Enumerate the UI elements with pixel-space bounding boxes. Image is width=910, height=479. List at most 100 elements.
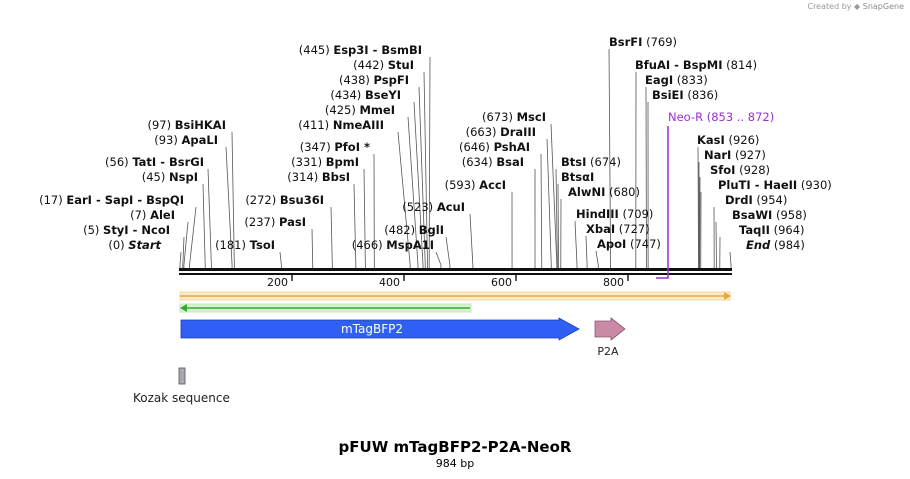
cut-site-leader [540, 153, 543, 271]
cut-position: (331) [291, 155, 326, 169]
cut-position: (181) [215, 238, 250, 252]
cut-position: (814) [723, 58, 758, 72]
enzyme-name: KasI [697, 133, 725, 147]
enzyme-name: ApaLI [182, 133, 219, 147]
cut-site-label: EagI (833) [645, 73, 708, 87]
enzyme-name: - BspMI [670, 58, 722, 72]
enzyme-name: MmeI [359, 103, 395, 117]
cut-site-label: ApoI (747) [597, 237, 661, 251]
snapgene-logo-icon: ◆ [854, 2, 861, 11]
cut-site-label: (646) PshAI [459, 140, 530, 154]
cut-site-label: (17) EarI - SapI - BspQI [39, 193, 184, 207]
cut-site-leader [363, 168, 366, 271]
cut-site-leader [697, 146, 699, 271]
enzyme-name: BsrFI [609, 35, 642, 49]
ruler-tick-label: 800 [603, 276, 624, 289]
cut-position: (769) [642, 35, 677, 49]
cut-site-label: (434) BseYI [330, 88, 401, 102]
enzyme-name: EarI [66, 193, 92, 207]
plasmid-title: pFUW mTagBFP2-P2A-NeoR [338, 438, 572, 456]
cut-site-leader [445, 236, 451, 271]
cut-site-leader [546, 138, 552, 271]
enzyme-name: StyI [103, 223, 129, 237]
cut-site-label: (442) StuI [353, 58, 414, 72]
cut-site-label: (523) AcuI [402, 200, 465, 214]
mtagbfp2-feature-label: mTagBFP2 [341, 322, 403, 336]
enzyme-name: DrdI [725, 193, 753, 207]
cut-position: (56) [105, 155, 132, 169]
enzyme-name: - BsmBI [369, 43, 422, 57]
cut-site-label: NarI (927) [704, 148, 766, 162]
enzyme-name: HindIII [576, 207, 619, 221]
enzyme-name: End [746, 238, 771, 252]
enzyme-name: PasI [279, 215, 306, 229]
cut-site-label: (445) Esp3I - BsmBI [299, 43, 422, 57]
enzyme-name: TsoI [250, 238, 275, 252]
cut-site-label: TaqII (964) [739, 223, 805, 237]
cut-site-label: (181) TsoI [215, 238, 275, 252]
enzyme-name: AccI [479, 178, 506, 192]
cut-position: (523) [402, 200, 437, 214]
cut-site-label: (7) AleI [130, 208, 175, 222]
cut-site-label: (411) NmeAIII [298, 118, 384, 132]
cut-site-leader [469, 213, 474, 271]
cut-site-label: (347) PfoI * [300, 140, 370, 154]
enzyme-name: AlwNI [568, 185, 605, 199]
enzyme-name: - BspQI [133, 193, 184, 207]
cut-position: (445) [299, 43, 334, 57]
sequence-line-bottom [179, 273, 732, 275]
enzyme-name: BbsI [322, 170, 350, 184]
cut-site-leader [183, 221, 189, 271]
cut-position: (928) [735, 163, 770, 177]
cut-site-label: (237) PasI [244, 215, 306, 229]
primer-binding-line [656, 126, 669, 279]
ruler-tick-label: 600 [491, 276, 512, 289]
cut-position: (314) [287, 170, 322, 184]
cut-position: (442) [353, 58, 388, 72]
cut-site-label: (56) TatI - BsrGI [105, 155, 204, 169]
enzyme-name: ApoI [597, 237, 626, 251]
enzyme-name: - BsrGI [156, 155, 204, 169]
enzyme-name: Start [128, 238, 161, 252]
cut-position: (958) [772, 208, 807, 222]
enzyme-name: Bsu36I [280, 193, 324, 207]
enzyme-name: BseYI [365, 88, 401, 102]
cut-site-leader [550, 123, 558, 271]
cut-site-label: (673) MscI [482, 110, 546, 124]
cut-site-label: BsiEI (836) [652, 88, 718, 102]
cut-position: (634) [462, 155, 497, 169]
orf-forward-arrowhead [724, 292, 731, 300]
enzyme-name: BtsI [561, 155, 586, 169]
cut-site-label: (634) BsaI [462, 155, 524, 169]
cut-position: (0) [108, 238, 128, 252]
cut-position: (45) [142, 170, 169, 184]
enzyme-name: BglI [419, 223, 444, 237]
cut-position: (7) [130, 208, 150, 222]
enzyme-name: MscI [517, 110, 546, 124]
enzyme-name: PshAI [494, 140, 530, 154]
cut-position: (930) [797, 178, 832, 192]
enzyme-name: - SapI [92, 193, 133, 207]
enzyme-name: MspA1I [386, 238, 434, 252]
enzyme-name: PluTI [718, 178, 751, 192]
enzyme-name: BtsαI [561, 170, 594, 184]
cut-position: (593) [445, 178, 480, 192]
enzyme-name: PfoI * [334, 140, 370, 154]
orf-reverse-arrowhead [180, 304, 187, 312]
cut-position: (237) [244, 215, 279, 229]
cut-site-label: (482) BglI [384, 223, 444, 237]
enzyme-name: BsaI [496, 155, 524, 169]
cut-position: (836) [684, 88, 719, 102]
cut-site-leader [207, 168, 212, 271]
cut-site-leader [330, 206, 333, 271]
cut-position: (93) [154, 133, 181, 147]
cut-site-leader [353, 183, 357, 271]
p2a-feature-label: P2A [597, 345, 619, 358]
cut-site-leader [574, 220, 578, 271]
cut-site-leader [225, 146, 233, 271]
cut-site-label: BtsαI [561, 170, 594, 184]
p2a-feature-arrow [594, 317, 626, 341]
cut-position: (97) [147, 118, 174, 132]
cut-position: (833) [673, 73, 708, 87]
